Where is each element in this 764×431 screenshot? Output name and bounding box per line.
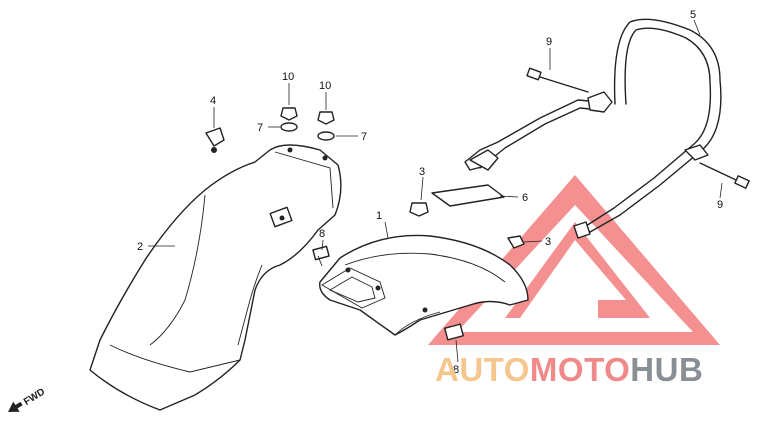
part-9-bolt-upper [526,67,589,93]
leader-lines [148,19,723,363]
watermark-part-3: HUB [630,351,703,388]
callout-4: 4 [210,95,216,107]
part-7-washer-right [317,131,335,141]
part-9-bolt-lower [699,162,750,189]
part-7-washer-left [280,122,298,132]
part-3-nut-lower [507,235,525,249]
part-4-clip [205,127,225,153]
callout-7-left: 7 [257,122,263,134]
part-10-nut-right [317,111,335,125]
part-1-rear-fender [319,234,529,336]
part-8-collar-lower [444,323,464,341]
callout-8-lower: 8 [453,364,459,376]
part-10-nut-left [280,107,298,121]
arrow-left-down-icon [8,401,23,412]
fwd-indicator: FWD [8,386,47,412]
watermark-part-1: AUTO [435,351,530,388]
watermark-part-2: MOTO [530,351,630,388]
callout-labels: 1 2 3 3 4 5 6 7 7 8 8 9 9 10 10 [137,9,723,376]
callout-5: 5 [690,9,696,21]
callout-10-left: 10 [282,71,294,83]
callout-10-right: 10 [319,80,331,92]
part-5-grab-rail [464,18,722,239]
part-8-collar-upper [312,245,330,267]
callout-2: 2 [137,241,143,253]
part-6-plate [431,184,505,207]
callout-7-right: 7 [361,131,367,143]
watermark-text: AUTOMOTOHUB [435,351,703,388]
fwd-label: FWD [22,386,47,407]
callout-8-upper: 8 [319,228,325,240]
svg-text:AUTOMOTOHUB: AUTOMOTOHUB [435,351,703,388]
callout-9-upper: 9 [546,36,552,48]
callout-9-lower: 9 [717,199,723,211]
part-3-nut-upper [409,202,429,217]
callout-3-upper: 3 [419,166,425,178]
callout-3-lower: 3 [545,236,551,248]
callout-1: 1 [376,210,382,222]
callout-6: 6 [522,192,528,204]
part-2-inner-fender [89,144,342,411]
watermark-g-mark [505,222,650,318]
